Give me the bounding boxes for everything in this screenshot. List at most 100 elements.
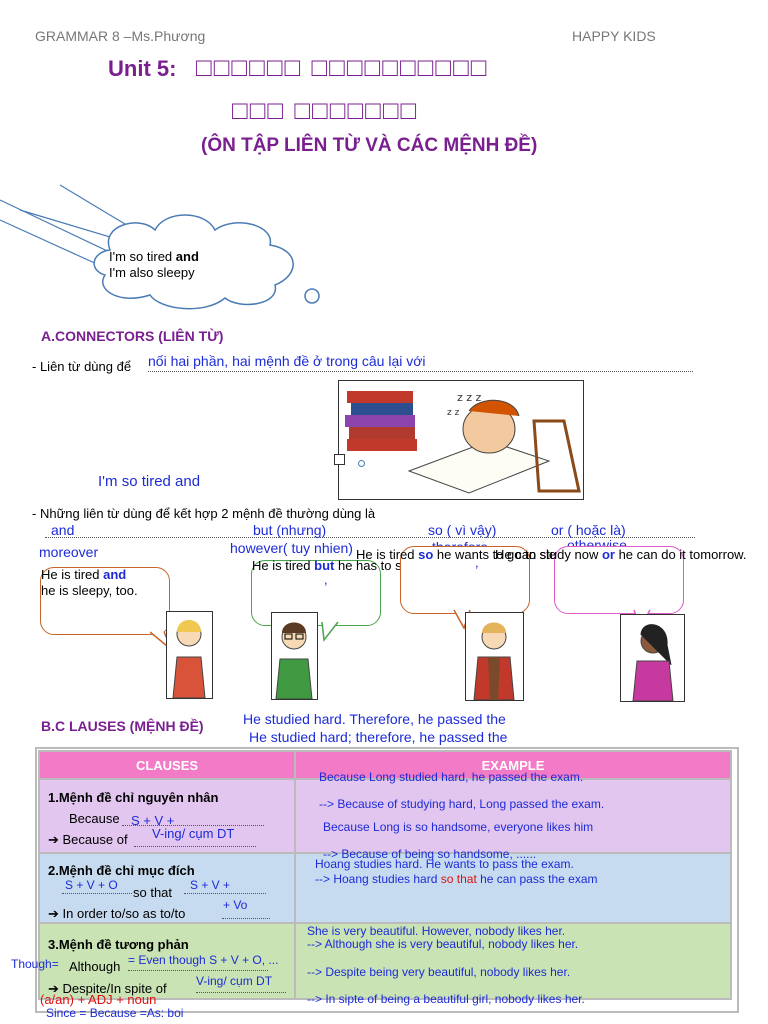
row-2-ex-2: --> Hoang studies hard so that he can pa…	[315, 872, 605, 886]
bubble-or-text-2: he can do it tomorrow.	[614, 547, 747, 562]
bubble-so-comma: ,	[475, 555, 479, 570]
row-2-dots-c	[222, 906, 270, 919]
row-2-dots-a	[62, 883, 132, 894]
note-tired: I'm so tired and	[98, 473, 201, 490]
row-2-line2: ➔ In order to/so as to/to	[48, 906, 186, 921]
cloud-text-a: I'm so tired	[109, 249, 176, 264]
connector-but: but (nhưng)	[253, 522, 327, 538]
row-1-title: 1.Mệnh đề chỉ nguyên nhân	[48, 790, 219, 805]
bubble-so-text-2: he wants to go to sle	[433, 547, 557, 562]
row-1-line2-dots	[134, 834, 256, 847]
bubble-or-line: He can study now or he can do it tomorro…	[495, 547, 746, 562]
row-3-example	[294, 922, 732, 1000]
section-b-title-vi: (MỆNH ĐỀ)	[125, 718, 204, 734]
row-2-fill-a: S + V + O	[65, 878, 118, 892]
sleeping-student-image: z z z z z	[338, 380, 584, 500]
row-3-line1-fill: = Even though S + V + O, ...	[128, 953, 279, 967]
row-1-ex-3: Because Long is so handsome, everyone li…	[323, 820, 594, 834]
cloud-line-1: I'm so tired and	[109, 249, 199, 264]
table-header-clauses: CLAUSES	[38, 750, 296, 780]
section-a-heading: A.CONNECTORS (LIÊN TỪ)	[41, 328, 223, 344]
person-boy-glasses	[271, 612, 318, 700]
row-2-fill-c: + Vo	[223, 898, 248, 912]
bubble-and-kw: and	[103, 567, 127, 582]
row-3-line2-fill: V-ing/ cụm DT	[196, 974, 273, 988]
section-b-example-1: He studied hard. Therefore, he passed th…	[243, 711, 506, 727]
row-1-line1-label: Because	[69, 811, 120, 826]
bullet-2: - Những liên từ dùng để kết hợp 2 mệnh đ…	[32, 506, 376, 521]
row-3-ex-1: She is very beautiful. However, nobody l…	[307, 924, 566, 938]
row-3-line2: ➔ Despite/In spite of	[48, 981, 167, 996]
table-footer: Since = Because =As: boi	[46, 1006, 184, 1020]
row-3-extra: (a/an) + ADJ + noun	[40, 992, 157, 1007]
person-girl-dark	[620, 614, 685, 702]
connector-so: so ( vì vậy)	[428, 522, 497, 538]
small-circle	[358, 460, 365, 467]
title-boxes-1: □□□□□□ □□□□□□□□□□	[196, 52, 489, 82]
table-header-clauses-text: CLAUSES	[135, 758, 199, 773]
bullet-1-line: nối hai phần, hai mệnh đề ở trong câu lạ…	[148, 353, 693, 372]
bullet-2-text: Những liên từ dùng để kết hợp 2 mệnh đề …	[39, 506, 376, 521]
person-girl-blonde	[166, 611, 213, 699]
row-1-ex-2: --> Because of studying hard, Long passe…	[319, 797, 605, 811]
thought-cloud	[0, 184, 320, 310]
row-2-ex-1: Hoang studies hard. He wants to pass the…	[315, 857, 574, 871]
svg-text:z z: z z	[447, 408, 460, 418]
row-2-ex-2a: --> Hoang studies hard	[315, 872, 441, 886]
table-header-example-text: EXAMPLE	[481, 758, 545, 773]
row-1-example	[294, 778, 732, 854]
svg-text:z z z: z z z	[457, 391, 482, 404]
section-a-title: A.CONNECTORS	[41, 328, 155, 344]
row-2-clause	[38, 852, 296, 924]
bubble-and	[40, 567, 170, 635]
row-1-line1-dots	[122, 813, 264, 826]
person-man-plaid	[465, 612, 524, 701]
cloud-line-2: I'm also sleepy	[109, 265, 195, 280]
row-1-line2-fill: V-ing/ cụm DT	[152, 826, 235, 841]
resize-handle	[334, 454, 345, 465]
table-row	[38, 852, 732, 924]
row-3-line2-dots	[196, 980, 286, 993]
row-3-ex-3: --> Despite being very beautiful, nobody…	[307, 965, 571, 979]
bubble-but-kw: but	[314, 558, 335, 573]
title-boxes-2: □□□ □□□□□□□	[232, 95, 419, 125]
connector-however: however( tuy nhien)	[230, 540, 353, 556]
table-row	[38, 778, 732, 854]
unit-title: Unit 5:	[108, 56, 177, 81]
row-1-ex-4: --> Because of being so handsome, ......	[323, 847, 537, 861]
row-3-ex-2: --> Although she is very beautiful, nobo…	[307, 937, 579, 951]
row-1-line2: ➔ Because of	[48, 832, 128, 847]
connector-moreover: moreover	[39, 544, 99, 560]
page-subtitle: (ÔN TẬP LIÊN TỪ VÀ CÁC MỆNH ĐỀ)	[201, 135, 538, 156]
row-3-side-label: Though=	[11, 957, 59, 971]
bubble-but-text-2: he has to st	[334, 558, 406, 573]
bubble-and-line2: he is sleepy, too.	[41, 583, 138, 598]
bubble-so-text: He is tired	[356, 547, 419, 562]
row-2-ex-2-sothat: so that	[440, 872, 477, 886]
header-left: GRAMMAR 8 –Ms.Phương	[35, 28, 206, 44]
row-2-line2-label: In order to/so as to/to	[62, 906, 186, 921]
row-3-ex-4: --> In sipte of being a beautiful girl, …	[307, 992, 585, 1006]
row-1-ex-1: Because Long studied hard, he passed the…	[319, 770, 584, 784]
bullet-1-prefix: Liên từ dùng để	[39, 359, 132, 374]
bubble-and-line1: He is tired and	[41, 567, 126, 582]
row-1-clause	[38, 778, 296, 854]
clauses-table: CLAUSES EXAMPLE	[38, 750, 732, 1000]
section-b-heading: B.C LAUSES (MỆNH ĐỀ)	[41, 718, 204, 734]
table-row	[38, 922, 732, 1000]
row-2-ex-2b: he can pass the exam	[476, 872, 598, 886]
bubble-so-kw: so	[418, 547, 434, 562]
bubble-but-comma: ,	[324, 572, 328, 587]
row-2-title: 2.Mệnh đề chỉ mục đích	[48, 863, 195, 878]
section-b-title: B.C LAUSES	[41, 718, 126, 734]
section-a-title-vi: (LIÊN TỪ)	[154, 328, 224, 344]
connector-and: and	[51, 522, 75, 538]
table-header-example: EXAMPLE	[294, 750, 732, 780]
bubble-so-line: He is tired so he wants to go to sle	[356, 547, 556, 562]
row-2-dots-b	[184, 883, 266, 894]
row-3-line1-dots	[128, 958, 268, 971]
bullet-1-fill: nối hai phần, hai mệnh đề ở trong câu lạ…	[148, 353, 426, 369]
header-right: HAPPY KIDS	[572, 28, 656, 44]
bubble-and-text: He is tired	[41, 567, 104, 582]
row-1-line2-label: Because of	[62, 832, 128, 847]
